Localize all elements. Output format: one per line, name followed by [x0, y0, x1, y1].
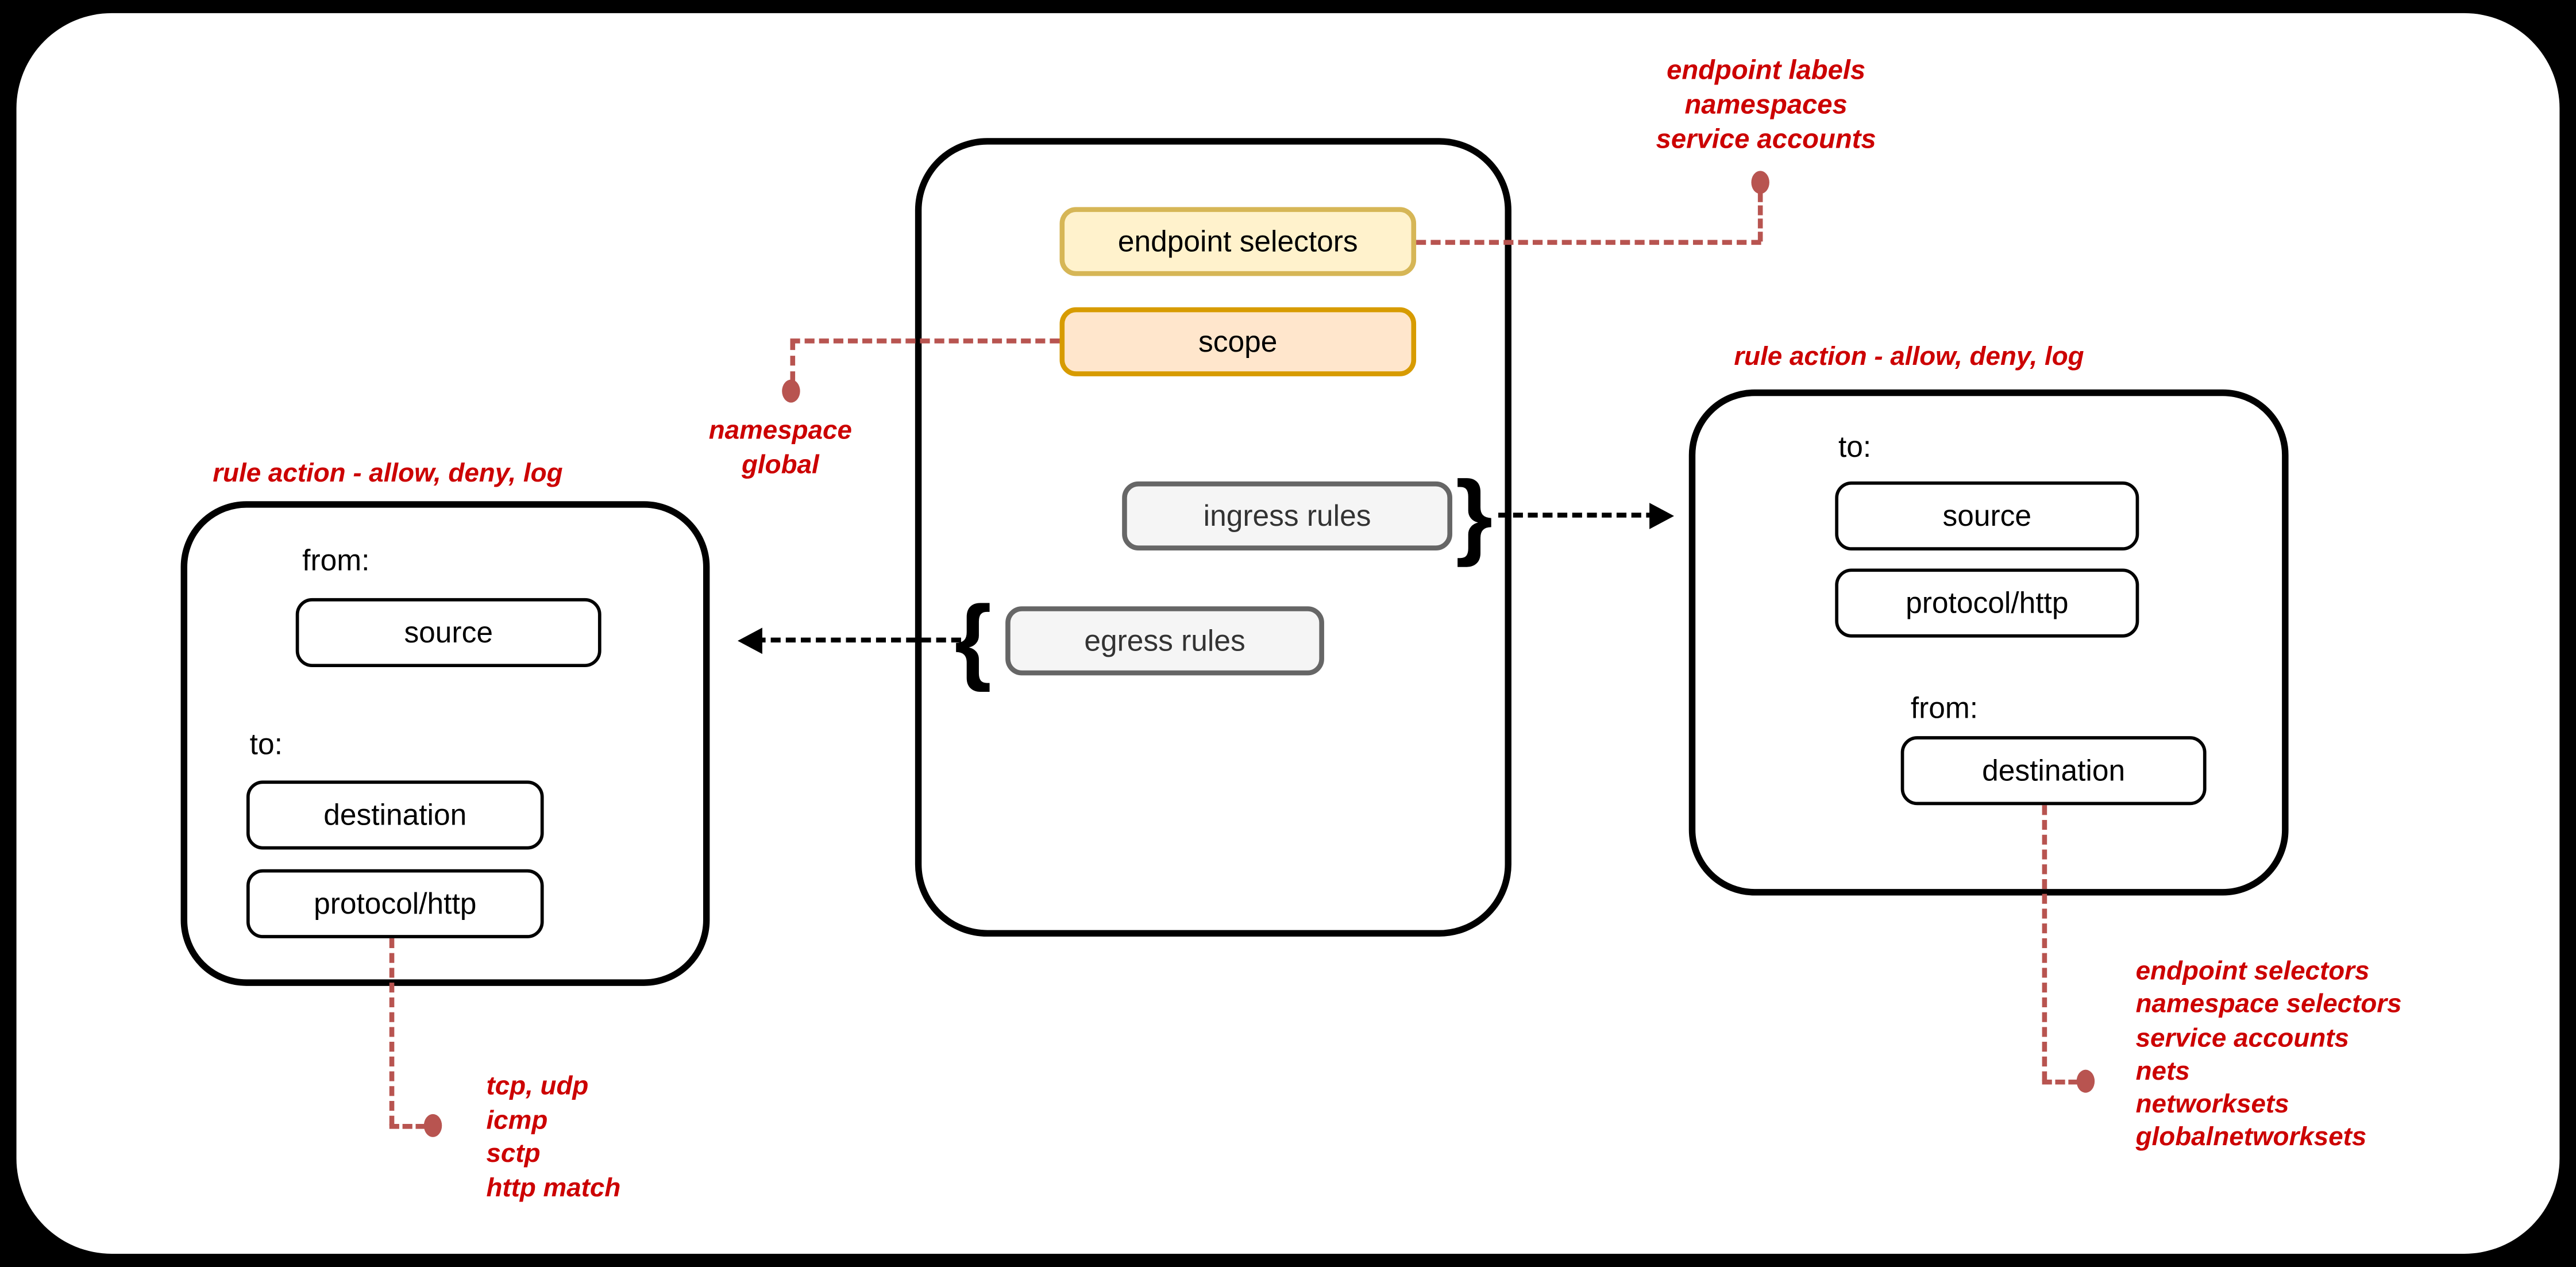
- source-chip: source: [1835, 481, 2139, 550]
- endpoint-selectors-connector: [1416, 240, 1761, 245]
- source-chip: source: [295, 598, 601, 668]
- endpoint-selectors-chip: endpoint selectors: [1059, 207, 1417, 276]
- destination-note: endpoint selectors namespace selectors ser…: [2136, 956, 2402, 1156]
- from-label: from:: [1910, 691, 1979, 725]
- connector-dot: [782, 379, 800, 403]
- connector-dot: [1751, 171, 1769, 194]
- scope-connector: [790, 340, 796, 382]
- destination-connector: [2042, 1079, 2078, 1085]
- annotation-line: service accounts: [1656, 125, 1876, 155]
- annotation-line: service accounts: [2135, 1025, 2349, 1053]
- ingress-rule-title: rule action - allow, deny, log: [1734, 343, 2084, 372]
- annotation-line: http match: [486, 1174, 621, 1202]
- annotation-line: global: [741, 452, 819, 480]
- ingress-arrowhead-icon: [1649, 503, 1675, 529]
- source-label: source: [1942, 498, 2032, 532]
- annotation-line: tcp, udp: [486, 1073, 589, 1101]
- ingress-rules-label: ingress rules: [1203, 498, 1371, 532]
- egress-brace: {: [954, 586, 992, 694]
- endpoint-selectors-connector: [1757, 192, 1763, 242]
- destination-connector: [2042, 805, 2047, 1081]
- scope-note: namespace global: [649, 414, 912, 483]
- from-label: from:: [302, 544, 370, 577]
- destination-chip: destination: [246, 780, 544, 850]
- annotation-line: namespaces: [1684, 90, 1848, 120]
- endpoint-selectors-label: endpoint selectors: [1117, 224, 1358, 257]
- connector-dot: [423, 1114, 442, 1137]
- to-label: to:: [249, 727, 283, 761]
- ingress-rules-chip: ingress rules: [1122, 481, 1452, 550]
- annotation-line: endpoint labels: [1667, 56, 1866, 86]
- protocol-label: protocol/http: [1906, 586, 2069, 619]
- annotation-line: globalnetworksets: [2135, 1124, 2367, 1153]
- annotation-line: nets: [2135, 1058, 2190, 1086]
- annotation-line: icmp: [486, 1107, 548, 1135]
- protocol-connector: [389, 1124, 426, 1129]
- annotation-line: namespace: [708, 417, 852, 445]
- annotation-line: endpoint selectors: [2135, 958, 2370, 986]
- ingress-arrow-line: [1498, 513, 1656, 518]
- protocol-chip: protocol/http: [1835, 568, 2139, 638]
- protocol-label: protocol/http: [314, 886, 477, 920]
- egress-arrow-line: [755, 637, 961, 643]
- scope-chip: scope: [1059, 307, 1417, 376]
- scope-connector: [790, 338, 1060, 344]
- egress-rule-title: rule action - allow, deny, log: [213, 460, 563, 488]
- egress-rules-label: egress rules: [1084, 623, 1245, 657]
- destination-label: destination: [1982, 753, 2126, 787]
- source-label: source: [404, 615, 493, 649]
- protocol-note: tcp, udp icmp sctp http match: [486, 1072, 620, 1206]
- ingress-brace: }: [1455, 461, 1493, 569]
- annotation-line: sctp: [486, 1140, 541, 1169]
- protocol-chip: protocol/http: [246, 869, 544, 938]
- egress-rules-chip: egress rules: [1005, 606, 1324, 676]
- destination-chip: destination: [1900, 736, 2207, 806]
- scope-label: scope: [1198, 324, 1278, 357]
- destination-label: destination: [323, 798, 467, 831]
- connector-dot: [2076, 1069, 2095, 1093]
- annotation-line: networksets: [2135, 1091, 2289, 1119]
- protocol-connector: [389, 938, 395, 1126]
- annotation-line: namespace selectors: [2135, 991, 2402, 1019]
- to-label: to:: [1838, 430, 1872, 464]
- endpoint-selectors-note: endpoint labels namespaces service account…: [1569, 54, 1963, 157]
- ingress-rule-box: [1688, 389, 2289, 896]
- egress-arrowhead-icon: [738, 627, 762, 654]
